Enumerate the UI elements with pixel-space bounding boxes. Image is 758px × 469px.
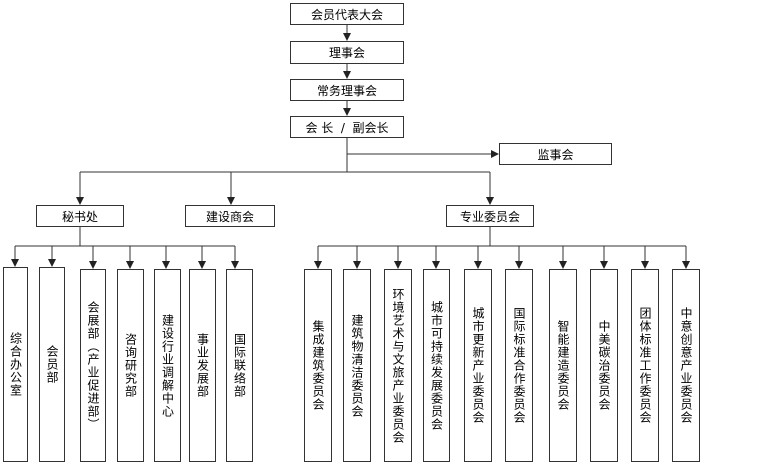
committee-unit: 集成建筑委员会 bbox=[304, 269, 332, 462]
secretariat-label: 秘书处 bbox=[61, 209, 98, 224]
secretariat-unit-label: 会员部 bbox=[45, 345, 59, 384]
secretariat-unit: 事业发展部 bbox=[189, 269, 216, 462]
supervisory-box: 监事会 bbox=[499, 143, 612, 165]
supervisory-label: 监事会 bbox=[537, 147, 574, 162]
committee-unit: 国际标准合作委员会 bbox=[505, 269, 533, 462]
committee-unit-label: 建筑物清洁委员会 bbox=[350, 313, 364, 418]
committee-unit: 建筑物清洁委员会 bbox=[343, 269, 371, 462]
chamber-label: 建设商会 bbox=[205, 209, 254, 224]
secretariat-unit: 国际联络部 bbox=[226, 269, 253, 462]
committee-unit: 城市可持续发展委员会 bbox=[423, 269, 450, 462]
secretariat-unit-label: 建设行业调解中心 bbox=[160, 313, 175, 418]
committee-unit-label: 团体标准工作委员会 bbox=[638, 307, 652, 424]
secretariat-unit: 会员部 bbox=[39, 267, 65, 462]
committee-unit-label: 智能建造委员会 bbox=[556, 320, 570, 411]
committee-unit-label: 集成建筑委员会 bbox=[311, 320, 325, 411]
committee-unit-label: 中美碳治委员会 bbox=[597, 320, 611, 411]
secretariat-unit: 综合办公室 bbox=[3, 267, 28, 462]
secretariat-unit-label: 会展部（产业促进部） bbox=[86, 300, 100, 431]
chamber-box: 建设商会 bbox=[185, 205, 275, 227]
congress-box: 会员代表大会 bbox=[290, 3, 404, 25]
committee-unit-label: 城市更新产业委员会 bbox=[471, 307, 485, 424]
secretariat-unit-label: 国际联络部 bbox=[232, 333, 247, 398]
president-label: 会 长 / 副会长 bbox=[305, 120, 389, 135]
committee-unit-label: 环境艺术与文旅产业委员会 bbox=[391, 287, 405, 444]
council-label: 理事会 bbox=[328, 46, 365, 60]
standing-council-box: 常务理事会 bbox=[290, 79, 404, 101]
committee-unit: 城市更新产业委员会 bbox=[464, 269, 492, 462]
president-box: 会 长 / 副会长 bbox=[290, 116, 404, 138]
committee-unit: 团体标准工作委员会 bbox=[631, 269, 659, 462]
committee-unit: 中美碳治委员会 bbox=[590, 269, 618, 462]
committee-unit-label: 国际标准合作委员会 bbox=[512, 307, 526, 424]
secretariat-unit: 咨询研究部 bbox=[117, 269, 144, 462]
secretariat-unit-label: 咨询研究部 bbox=[123, 333, 138, 398]
committee-unit: 智能建造委员会 bbox=[549, 269, 577, 462]
standing-council-label: 常务理事会 bbox=[316, 83, 377, 98]
committees-box: 专业委员会 bbox=[446, 205, 534, 227]
congress-label: 会员代表大会 bbox=[310, 7, 383, 22]
secretariat-unit: 会展部（产业促进部） bbox=[80, 269, 106, 462]
secretariat-unit: 建设行业调解中心 bbox=[154, 269, 181, 462]
secretariat-unit-label: 综合办公室 bbox=[8, 332, 23, 397]
committees-label: 专业委员会 bbox=[459, 209, 520, 224]
committee-unit: 环境艺术与文旅产业委员会 bbox=[384, 269, 412, 462]
secretariat-unit-label: 事业发展部 bbox=[195, 333, 210, 398]
committee-unit-label: 城市可持续发展委员会 bbox=[429, 300, 444, 431]
secretariat-box: 秘书处 bbox=[36, 205, 124, 227]
committee-unit: 中意创意产业委员会 bbox=[672, 269, 700, 462]
committee-unit-label: 中意创意产业委员会 bbox=[679, 307, 693, 424]
council-box: 理事会 bbox=[290, 41, 404, 64]
